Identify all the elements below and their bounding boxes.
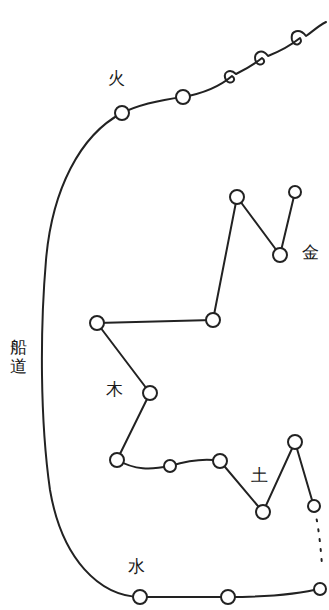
station-dot <box>213 454 227 468</box>
station-dot <box>110 453 124 467</box>
planet-label: 木 <box>106 381 123 398</box>
station-dot <box>115 106 129 120</box>
planet-label: 火 <box>108 70 125 87</box>
planet-label: 金 <box>302 244 319 261</box>
planet-label: 土 <box>251 467 268 484</box>
stations <box>90 90 326 604</box>
station-dot <box>289 186 301 198</box>
station-dot <box>176 90 190 104</box>
route-label: 船道 <box>10 338 27 375</box>
station-dot <box>273 248 287 262</box>
station-dot <box>90 316 104 330</box>
inner-route <box>97 192 312 512</box>
outer-route <box>42 22 326 597</box>
station-dot <box>221 590 235 604</box>
station-dot <box>206 313 220 327</box>
station-dot <box>308 500 320 512</box>
station-dot <box>164 460 176 472</box>
station-dot <box>288 435 302 449</box>
station-dot <box>256 505 270 519</box>
station-dot <box>314 583 326 595</box>
planet-label: 水 <box>128 558 145 575</box>
station-dot <box>143 386 157 400</box>
station-dot <box>230 190 244 204</box>
station-dot <box>133 590 147 604</box>
